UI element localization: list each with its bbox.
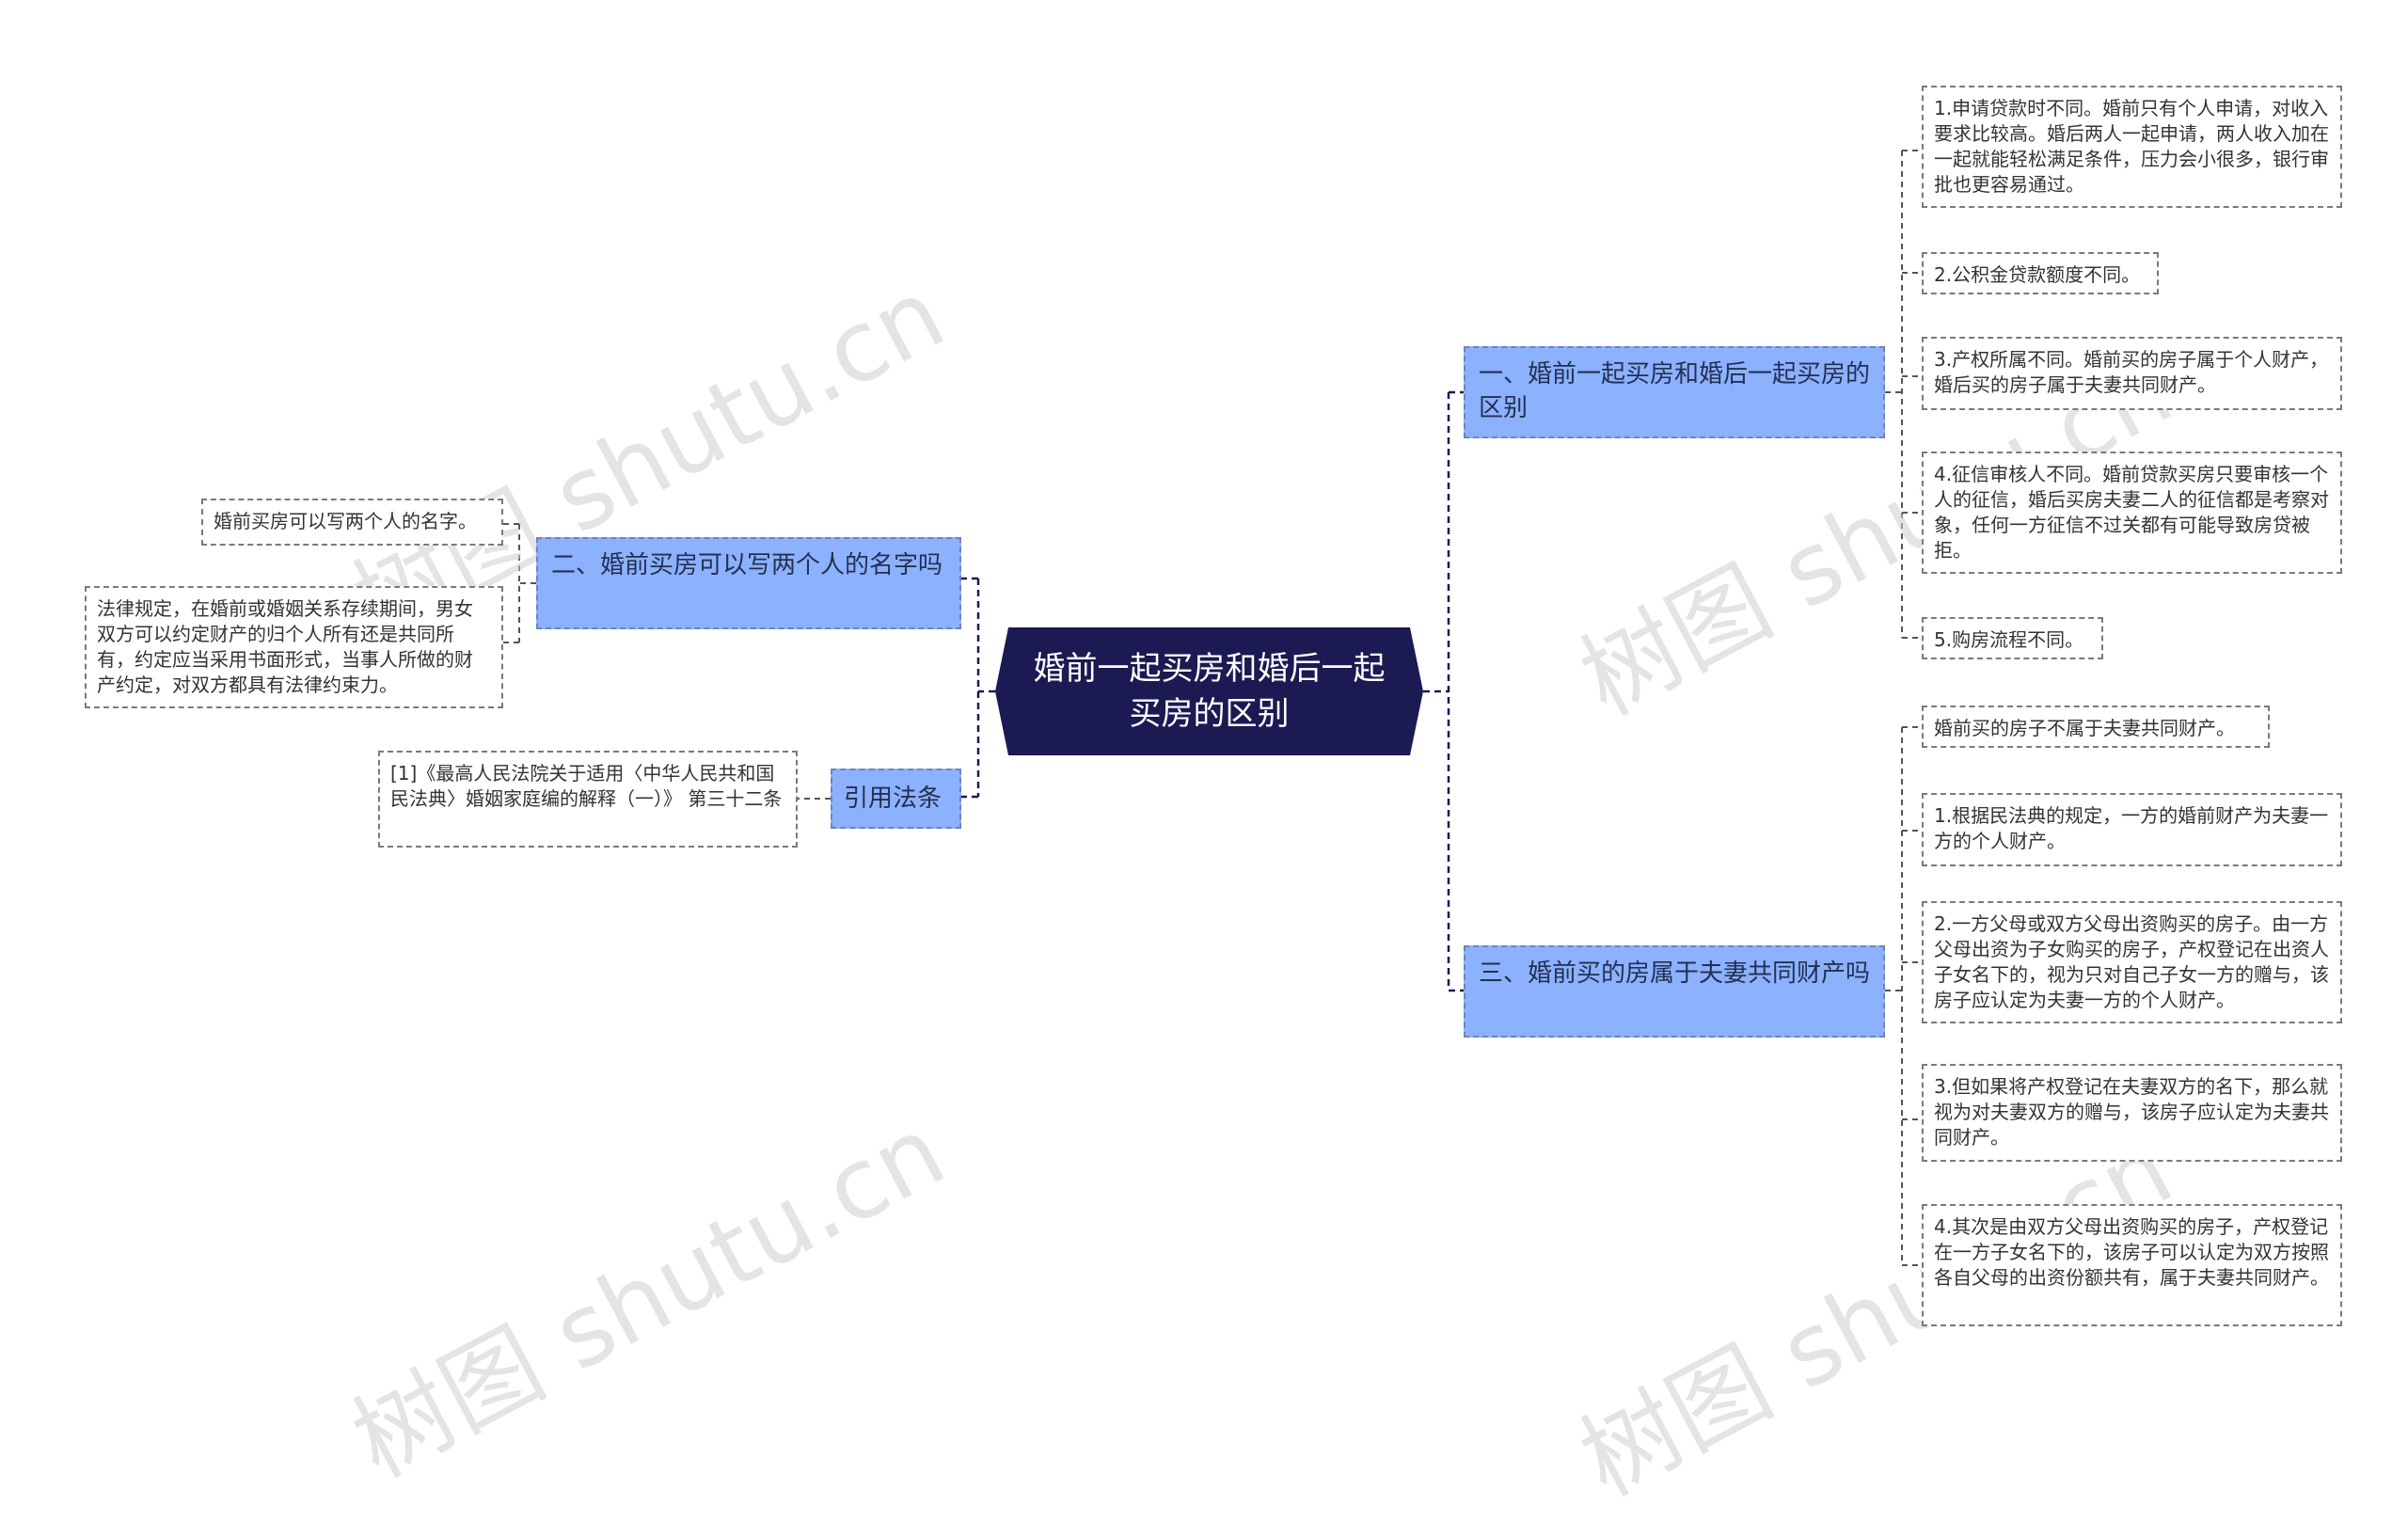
leaf-item[interactable]: 3.但如果将产权登记在夫妻双方的名下，那么就视为对夫妻双方的赠与，该房子应认定为… xyxy=(1922,1064,2342,1162)
leaf-item[interactable]: 5.购房流程不同。 xyxy=(1922,617,2103,659)
branch-label: 三、婚前买的房属于夫妻共同财产吗 xyxy=(1479,959,1871,988)
branch-label: 一、婚前一起买房和婚后一起买房的区别 xyxy=(1479,360,1871,422)
root-topic[interactable]: 婚前一起买房和婚后一起买房的区别 xyxy=(995,627,1423,755)
leaf-item[interactable]: 4.征信审核人不同。婚前贷款买房只要审核一个人的征信，婚后买房夫妻二人的征信都是… xyxy=(1922,452,2342,574)
branch-label: 引用法条 xyxy=(844,785,943,813)
root-topic-label: 婚前一起买房和婚后一起买房的区别 xyxy=(1033,650,1386,733)
leaf-item[interactable]: 1.申请贷款时不同。婚前只有个人申请，对收入要求比较高。婚后两人一起申请，两人收… xyxy=(1922,86,2342,208)
leaf-item[interactable]: 2.公积金贷款额度不同。 xyxy=(1922,252,2159,294)
leaf-item[interactable]: 法律规定，在婚前或婚姻关系存续期间，男女双方可以约定财产的归个人所有还是共同所有… xyxy=(85,586,503,708)
leaf-item[interactable]: 3.产权所属不同。婚前买的房子属于个人财产，婚后买的房子属于夫妻共同财产。 xyxy=(1922,337,2342,410)
branch-difference[interactable]: 一、婚前一起买房和婚后一起买房的区别 xyxy=(1464,346,1885,438)
branch-label: 二、婚前买房可以写两个人的名字吗 xyxy=(551,551,943,579)
leaf-item[interactable]: 4.其次是由双方父母出资购买的房子，产权登记在一方子女名下的，该房子可以认定为双… xyxy=(1922,1204,2342,1326)
branch-premarital-property[interactable]: 三、婚前买的房属于夫妻共同财产吗 xyxy=(1464,945,1885,1038)
branch-cited-law[interactable]: 引用法条 xyxy=(831,769,961,829)
leaf-item[interactable]: 2.一方父母或双方父母出资购买的房子。由一方父母出资为子女购买的房子，产权登记在… xyxy=(1922,901,2342,1023)
leaf-item[interactable]: [1]《最高人民法院关于适用〈中华人民共和国民法典〉婚姻家庭编的解释（一）》 第… xyxy=(378,751,798,848)
leaf-item[interactable]: 1.根据民法典的规定，一方的婚前财产为夫妻一方的个人财产。 xyxy=(1922,793,2342,866)
leaf-item[interactable]: 婚前买的房子不属于夫妻共同财产。 xyxy=(1922,706,2270,748)
leaf-item[interactable]: 婚前买房可以写两个人的名字。 xyxy=(201,499,503,546)
connector-lines xyxy=(503,150,1922,1266)
branch-two-names[interactable]: 二、婚前买房可以写两个人的名字吗 xyxy=(536,537,961,629)
